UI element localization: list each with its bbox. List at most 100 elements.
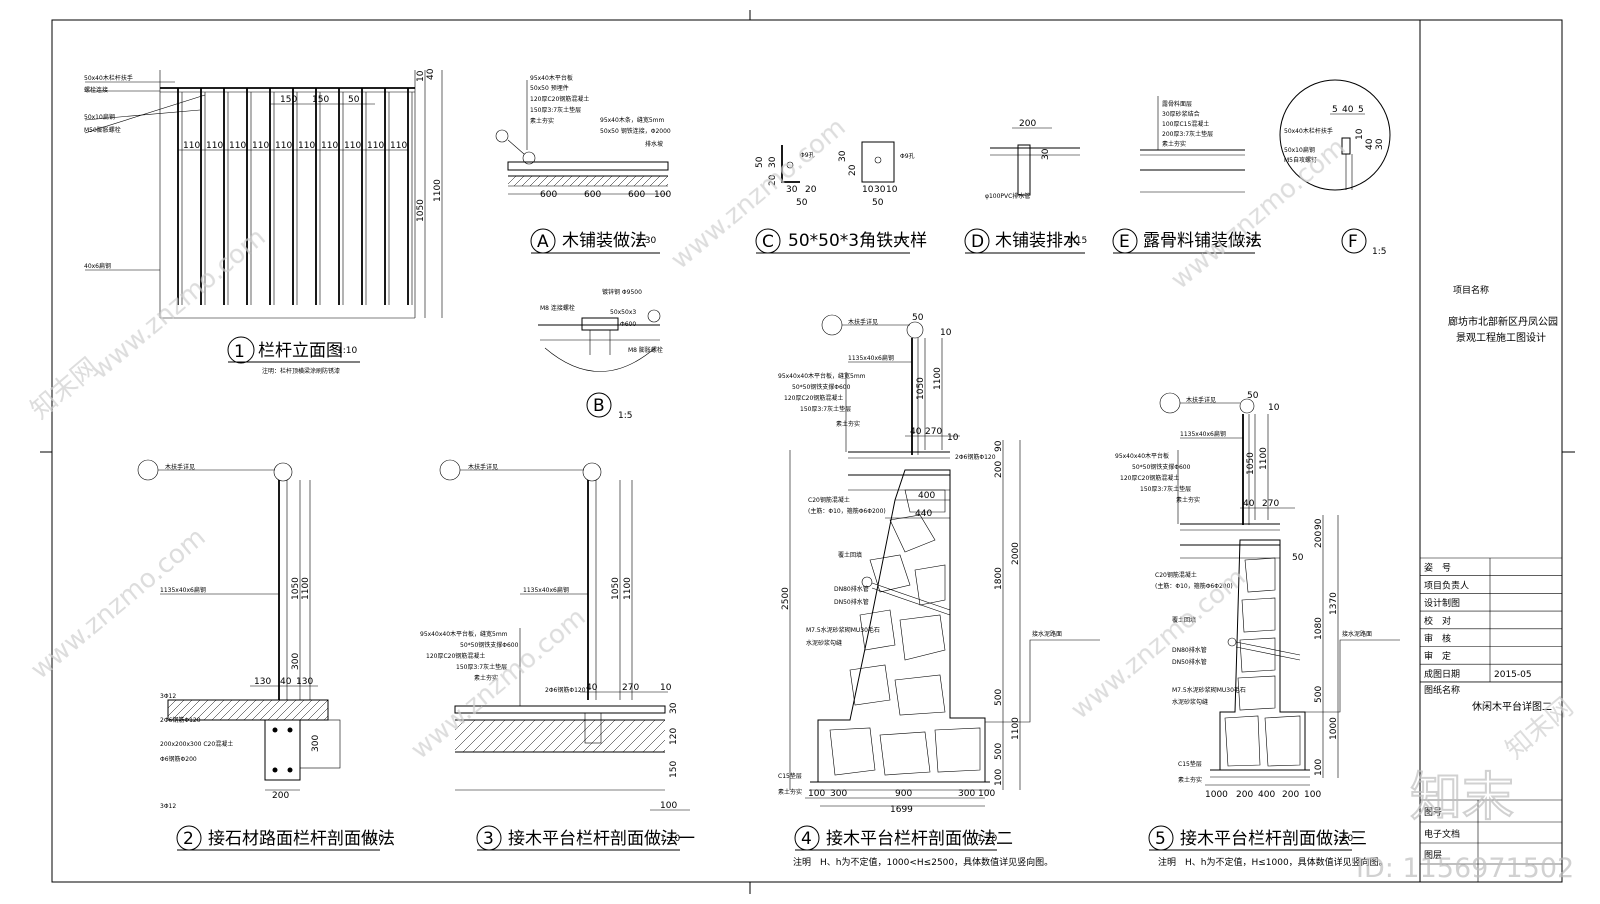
d4-label: 95x40x40木平台板，缝宽5mm (778, 372, 866, 380)
watermark-site: www.znzmo.com (405, 602, 591, 765)
d5-label: 接水泥路面 (1342, 630, 1372, 638)
d1-label: 螺栓连接 (84, 86, 108, 94)
d1-dim: 150 (312, 95, 329, 105)
d1-dim: 50 (348, 95, 360, 105)
d2-label: 3Φ12 (160, 803, 176, 810)
d1-bay-dim: 110 (206, 141, 223, 151)
tb-project-label: 项目名称 (1453, 284, 1489, 296)
dC-dim: 20 (805, 185, 817, 195)
d5-dim: 270 (1262, 499, 1279, 509)
detail-E-exposed-aggregate: 露骨料面层 30厚砂浆结合 100厚C15混凝土 200厚3:7灰土垫层 素土夯… (1112, 96, 1262, 254)
dE-scale: 1:20 (1237, 236, 1257, 246)
dD-title: 木铺装排水 (995, 231, 1080, 251)
d4-dim: 1100 (933, 367, 943, 390)
tb-bottom-row: 图号 (1424, 807, 1442, 818)
d5-label: 1135x40x6扁钢 (1180, 430, 1226, 438)
dC-dim: 10 (886, 185, 898, 195)
d3-label: 木扶手详见 (468, 463, 498, 471)
d4-dim: 1800 (994, 567, 1004, 590)
d5-dim: 10 (1268, 403, 1280, 413)
dC-dim: 30 (874, 185, 886, 195)
d3-label: 1135x40x6扁钢 (523, 586, 569, 594)
d3-label: 150厚3:7灰土垫层 (456, 663, 507, 671)
dC-dim: 30 (838, 150, 848, 162)
d3-dim: 30 (669, 702, 679, 714)
d2-num: 2 (183, 829, 194, 849)
d5-title: 接木平台栏杆剖面做法三 (1180, 829, 1367, 849)
tb-row-key: 校 对 (1424, 615, 1451, 627)
detail-C-angle-iron: 50 30 20 30 20 50 30 20 10 30 10 50 Φ9孔 … (755, 141, 927, 254)
dC-dim: 20 (848, 164, 858, 176)
d1-note: 注明：栏杆顶横梁涂刷防锈漆 (262, 367, 340, 375)
dA-num: A (537, 232, 549, 252)
d3-label: 50*50钢铁支撑Φ600 (460, 641, 519, 649)
tb-project-line1: 廊坊市北部新区丹凤公园 (1448, 315, 1558, 328)
d4-label: 木扶手详见 (848, 318, 878, 326)
d3-label: 素土夯实 (474, 674, 498, 682)
d5-dim: 100 (1314, 759, 1324, 776)
d4-label: M7.5水泥砂浆砌MU30毛石 (806, 626, 880, 634)
dB-label: 50x50x3 (610, 309, 636, 316)
d5-label: DN50排水管 (1172, 658, 1207, 666)
dD-num: D (971, 232, 984, 252)
tb-drawing-name: 休闲木平台详图二 (1472, 700, 1552, 713)
d4-title: 接木平台栏杆剖面做法二 (826, 829, 1013, 849)
d5-dim: 100 (1304, 790, 1321, 800)
watermark-site: www.znzmo.com (1165, 132, 1351, 295)
dB-label: 镀锌钢 Φ9500 (602, 288, 642, 296)
d2-label: 200x200x300 C20混凝土 (160, 740, 233, 748)
d4-dim: 100 (994, 769, 1004, 786)
d5-note: 注明 H、h为不定值，H≤1000，具体数值详见竖向图。 (1158, 856, 1388, 868)
dC-title: 50*50*3角铁大样 (788, 231, 927, 251)
dC-dim: 50 (796, 198, 808, 208)
d2-label: Φ6钢筋Φ200 (160, 755, 197, 763)
watermark-id: ID: 1156971502 (1356, 853, 1574, 884)
d3-dim: 100 (660, 801, 677, 811)
d4-label: (主筋：Φ10，箍筋Φ6Φ200) (808, 507, 886, 515)
title-block: 项目名称 廊坊市北部新区丹凤公园 景观工程施工图设计 姿 号项目负责人设计制图校… (1420, 284, 1562, 882)
tb-bottom-row: 图层 (1424, 850, 1442, 861)
d4-dim: 270 (925, 427, 942, 437)
tb-row-key: 设计制图 (1424, 597, 1460, 609)
dC-scale: 1:3 (893, 236, 907, 246)
d5-label: 覆土回填 (1172, 616, 1196, 624)
d4-dim: 500 (994, 743, 1004, 760)
d2-title: 接石材路面栏杆剖面做法 (208, 829, 395, 849)
d1-bay-dim: 110 (298, 141, 315, 151)
d3-dim: 150 (669, 761, 679, 778)
d3-label: 120厚C20钢筋混凝土 (426, 652, 485, 660)
d5-dim: 50 (1247, 391, 1259, 401)
detail-5-wood-deck-section-3: 50 10 1050 1100 40 270 50 90 200 1370 10… (1115, 391, 1400, 868)
tb-row-key: 项目负责人 (1424, 579, 1469, 591)
d4-label: C15垫层 (778, 772, 802, 780)
d1-dim: 150 (280, 95, 297, 105)
detail-2-stone-path-section: 300 1050 1100 130 40 130 200 300 木扶手详见 1… (137, 459, 395, 851)
d3-dim: 120 (669, 728, 679, 745)
d1-bay-dim: 110 (367, 141, 384, 151)
d5-dim: 90 (1314, 518, 1324, 530)
dF-label: 50x10扁钢 (1284, 146, 1315, 154)
dF-dim: 5 (1332, 105, 1338, 115)
d1-dim: 1050 (416, 199, 426, 222)
dB-scale: 1:5 (618, 411, 632, 421)
dC-dim: 20 (768, 174, 778, 186)
tb-row-value: 2015-05 (1494, 670, 1532, 680)
d1-label: 50x40木栏杆扶手 (84, 74, 133, 82)
d1-label: 50x10扁钢 (84, 113, 115, 121)
dF-label: M5自攻螺钉 (1284, 156, 1317, 164)
dF-dim: 5 (1358, 105, 1364, 115)
dC-dim: 30 (768, 156, 778, 168)
dA-dim: 600 (540, 190, 557, 200)
tb-row-key: 成图日期 (1424, 668, 1460, 680)
d3-label: 2Φ6钢筋Φ120 (545, 686, 586, 694)
d5-dim: 1080 (1314, 617, 1324, 640)
dF-dim: 40 (1342, 105, 1354, 115)
d4-label: 水泥砂浆勾缝 (806, 639, 842, 647)
d5-label: 50*50钢铁支撑Φ600 (1132, 463, 1191, 471)
d2-dim: 200 (272, 791, 289, 801)
d4-dim: 900 (895, 789, 912, 799)
dA-scale: 1:30 (636, 236, 656, 246)
d3-dim: 10 (660, 683, 672, 693)
d4-scale: 1:20 (977, 834, 997, 844)
